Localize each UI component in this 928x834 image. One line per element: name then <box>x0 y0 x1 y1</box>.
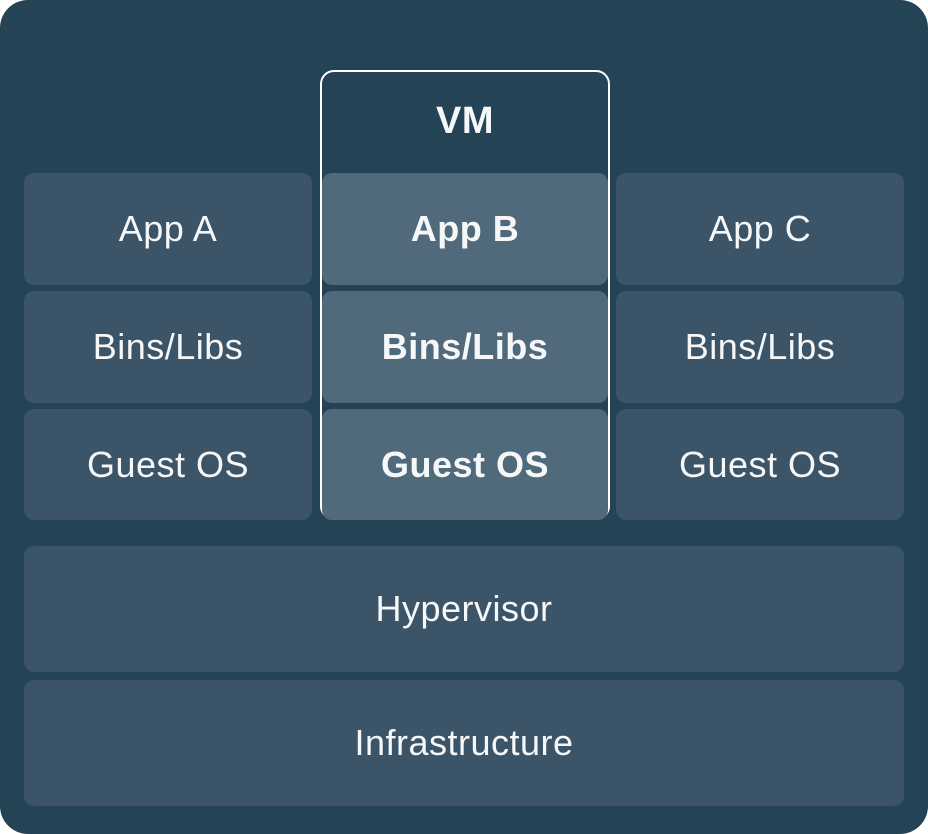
cell-app-c: App C <box>616 173 904 285</box>
cell-guest-os-c: Guest OS <box>616 409 904 520</box>
cell-app-b: App B <box>322 173 608 285</box>
vm-label: VM <box>436 99 494 142</box>
cell-app-a: App A <box>24 173 312 285</box>
cell-guest-os-a: Guest OS <box>24 409 312 520</box>
cell-bins-libs-b: Bins/Libs <box>322 291 608 403</box>
layer-infrastructure: Infrastructure <box>24 680 904 806</box>
cell-bins-libs-a: Bins/Libs <box>24 291 312 403</box>
cell-guest-os-b: Guest OS <box>322 409 608 520</box>
layer-hypervisor: Hypervisor <box>24 546 904 672</box>
cell-bins-libs-c: Bins/Libs <box>616 291 904 403</box>
